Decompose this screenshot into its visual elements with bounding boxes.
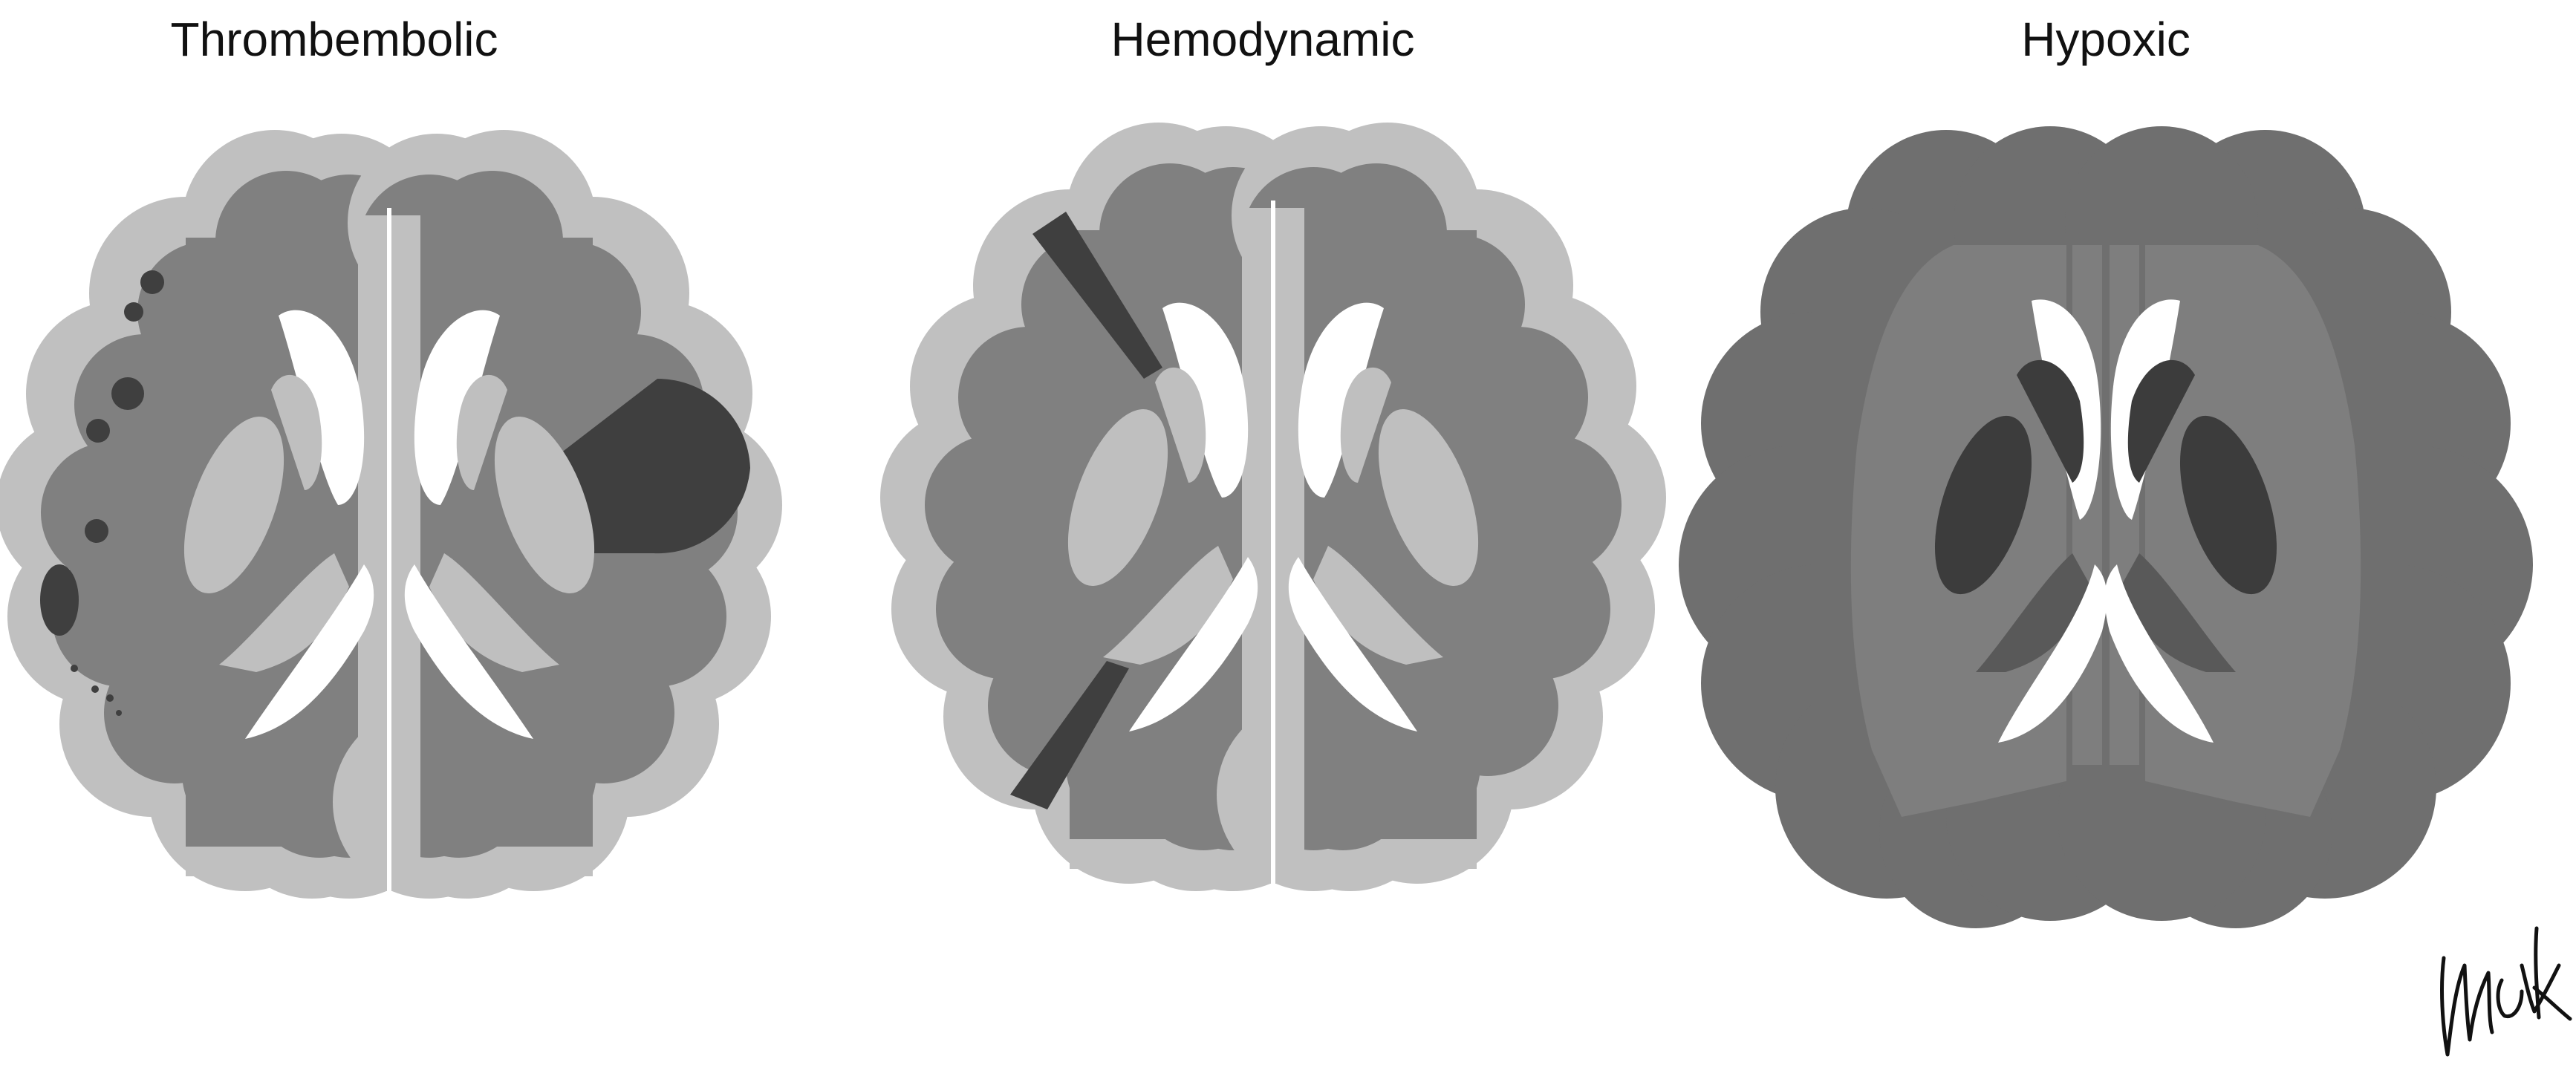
brain-axial-watershed-icon xyxy=(880,123,1666,891)
brain-axial-hypoxic-icon xyxy=(1679,126,2533,928)
brain-axial-embolic-icon xyxy=(0,130,782,899)
signature xyxy=(2440,926,2572,1057)
panel-title-thrombembolic: Thrombembolic xyxy=(170,13,498,66)
panel-title-hemodynamic: Hemodynamic xyxy=(1110,13,1415,66)
panel-title-hypoxic: Hypoxic xyxy=(2021,13,2190,66)
